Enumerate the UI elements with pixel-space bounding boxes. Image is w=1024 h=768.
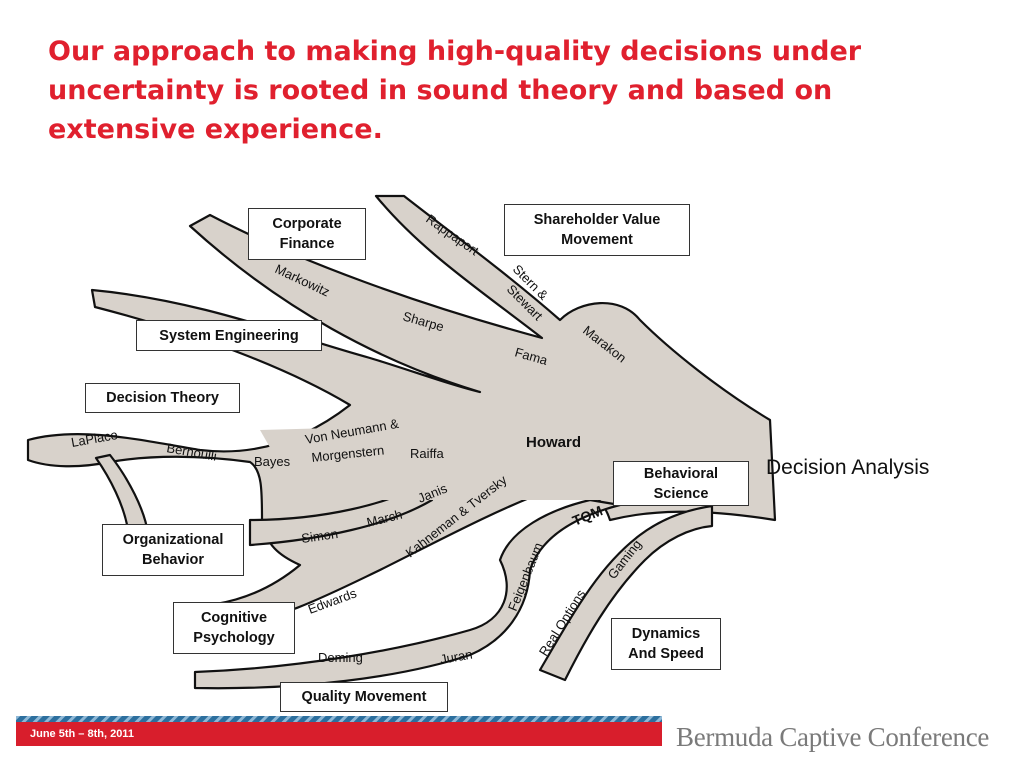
- laplace-loop-stream: [94, 453, 150, 536]
- slide-title: Our approach to making high-quality deci…: [48, 36, 862, 145]
- footer-red-bar: [16, 722, 662, 746]
- label-howard: Howard: [526, 434, 582, 451]
- label-decision-analysis: Decision Analysis: [766, 456, 930, 479]
- name-bernoulli: Bernoulli: [165, 440, 218, 464]
- dynamics-stream: [538, 504, 714, 682]
- box-system-engineering: System Engineering: [136, 320, 322, 351]
- box-quality-movement: Quality Movement: [280, 682, 448, 712]
- name-juran: Juran: [439, 647, 474, 667]
- box-shareholder-value: Shareholder Value Movement: [504, 204, 690, 256]
- name-raiffa: Raiffa: [410, 446, 444, 461]
- box-behavioral-science: Behavioral Science: [613, 461, 749, 506]
- footer-stripe: [16, 716, 662, 722]
- name-bayes: Bayes: [254, 454, 291, 469]
- conference-logo: Bermuda Captive Conference: [676, 722, 990, 752]
- box-dynamics-speed: Dynamics And Speed: [611, 618, 721, 670]
- name-simon: Simon: [300, 526, 339, 546]
- box-corporate-finance: Corporate Finance: [248, 208, 366, 260]
- main-river-stream: [26, 194, 777, 629]
- box-organizational-behavior: Organizational Behavior: [102, 524, 244, 576]
- box-decision-theory: Decision Theory: [85, 383, 240, 413]
- footer-date: June 5th – 8th, 2011: [30, 728, 134, 740]
- footer-band: [16, 716, 662, 746]
- name-deming: Deming: [318, 650, 363, 665]
- box-cognitive-psychology: Cognitive Psychology: [173, 602, 295, 654]
